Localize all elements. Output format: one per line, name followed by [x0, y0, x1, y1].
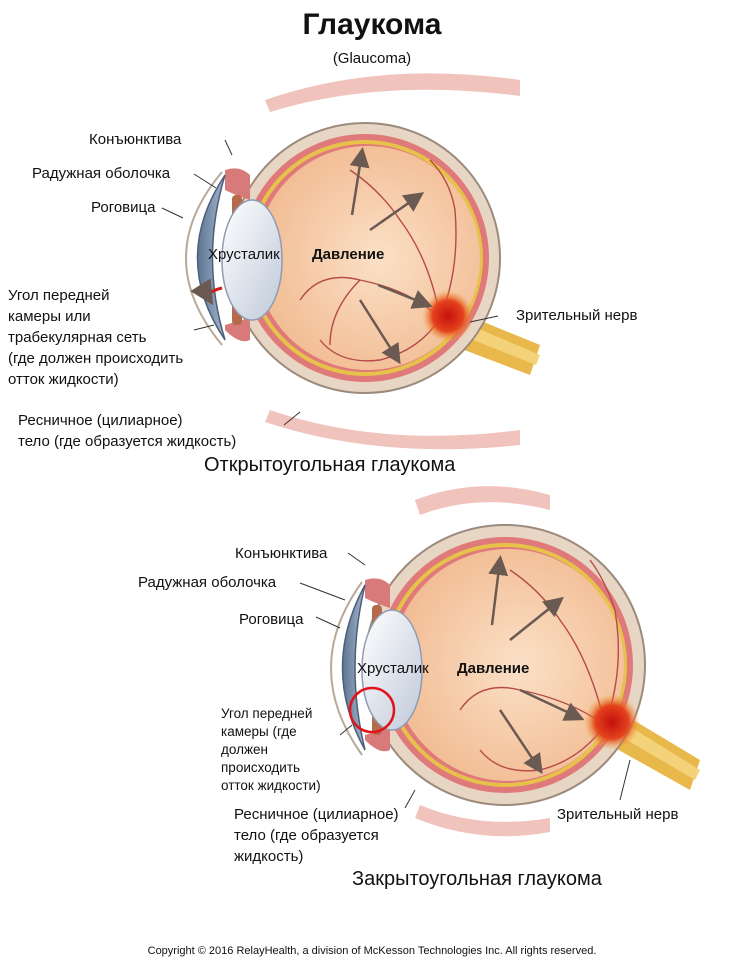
page-subtitle: (Glaucoma) — [332, 50, 412, 67]
eye-open-angle — [161, 73, 540, 450]
label-conjunctiva: Конъюнктива — [89, 131, 182, 148]
label-ciliary-body-2: Ресничное (цилиарное) тело (где образует… — [234, 806, 399, 865]
label-iris-2: Радужная оболочка — [138, 574, 277, 591]
label-conjunctiva-2: Конъюнктива — [235, 545, 328, 562]
caption-open-angle: Открытоугольная глаукома — [204, 454, 456, 476]
label-angle: Угол передней камеры или трабекулярная с… — [8, 287, 184, 388]
copyright-notice: Copyright © 2016 RelayHealth, a division… — [147, 945, 597, 957]
eye-closed-angle — [299, 486, 700, 837]
label-cornea-2: Роговица — [239, 611, 304, 628]
label-optic-nerve-2: Зрительный нерв — [557, 806, 679, 823]
label-pressure: Давление — [312, 246, 385, 263]
page-title: Глаукома — [302, 8, 442, 41]
label-lens: Хрусталик — [208, 246, 280, 263]
closed-angle-highlight-circle — [348, 686, 396, 734]
label-ciliary-body: Ресничное (цилиарное) тело (где образует… — [18, 412, 237, 450]
label-cornea: Роговица — [91, 199, 156, 216]
caption-closed-angle: Закрытоугольная глаукома — [352, 868, 602, 890]
label-lens-2: Хрусталик — [357, 660, 429, 677]
label-pressure-2: Давление — [457, 660, 530, 677]
label-angle-2: Угол передней камеры (где должен происхо… — [221, 706, 321, 793]
label-iris: Радужная оболочка — [32, 165, 171, 182]
label-optic-nerve: Зрительный нерв — [516, 307, 638, 324]
